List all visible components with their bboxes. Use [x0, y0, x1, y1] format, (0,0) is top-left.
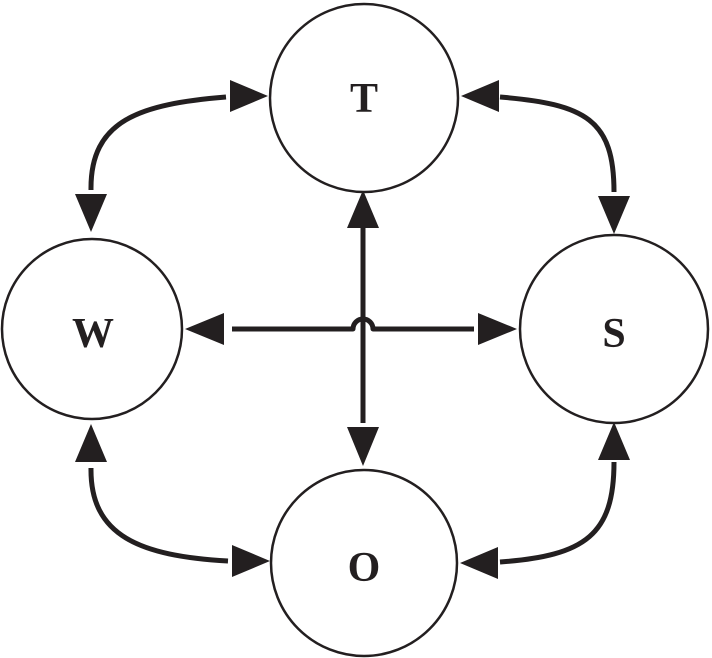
arrowhead-into-w-from-s: [185, 313, 224, 345]
arrowhead-into-t-from-o: [347, 190, 379, 228]
edge-w-t: [88, 94, 227, 191]
node-s-circle: [518, 233, 710, 425]
node-w-circle: [0, 237, 184, 421]
node-t-circle: [268, 2, 460, 194]
node-t-label: T: [350, 76, 378, 122]
arrowhead-into-s-from-w: [478, 313, 517, 345]
node-w-label: W: [72, 311, 114, 357]
node-t: T: [268, 2, 460, 194]
arrowhead-into-o-from-s: [460, 547, 498, 579]
node-o-circle: [269, 468, 459, 658]
edge-w-o: [88, 467, 229, 564]
node-s: S: [518, 233, 710, 425]
arrowhead-into-w-from-o: [75, 424, 107, 462]
edge-w-s: [232, 316, 474, 332]
arrowhead-into-o-from-w: [232, 545, 270, 577]
node-w: W: [0, 237, 184, 421]
node-o-label: O: [348, 545, 381, 591]
arrowhead-into-w-from-t: [75, 194, 107, 232]
arrowhead-into-s-from-o: [598, 422, 630, 460]
arrowhead-into-s-from-t: [598, 196, 630, 234]
arrowhead-into-t-from-s: [461, 80, 499, 112]
arrowhead-into-t-from-w: [230, 80, 268, 112]
edge-s-o: [499, 461, 617, 565]
arrowhead-into-o-from-t: [347, 427, 379, 466]
node-o: O: [269, 468, 459, 658]
edge-t-s: [499, 94, 617, 193]
node-s-label: S: [602, 311, 625, 357]
